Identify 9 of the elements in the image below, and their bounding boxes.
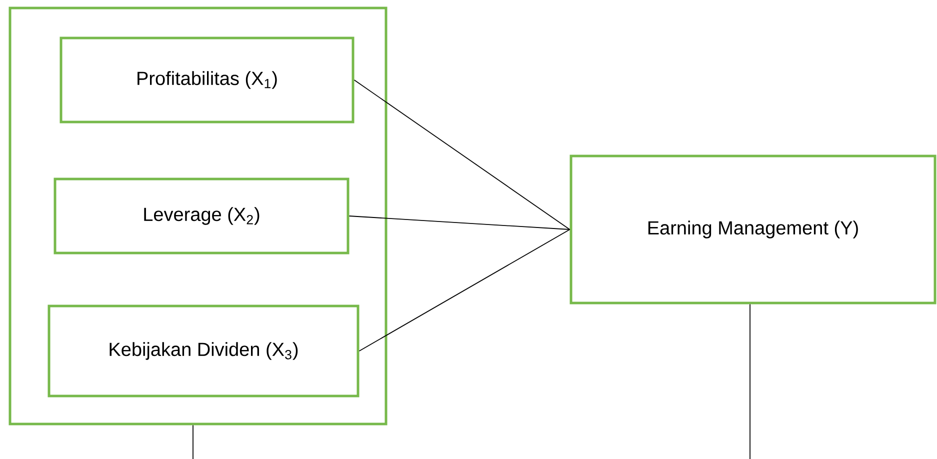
variable-box: Earning Management (Y): [570, 154, 936, 304]
variable-box: Profitabilitas (X$_{1}$): [60, 36, 354, 124]
group-frame: [8, 6, 388, 426]
connector-line: [192, 424, 194, 459]
connector-line: [358, 229, 570, 352]
variable-box: Kebijakan Dividen (X$_{3}$): [48, 304, 360, 398]
connector-line: [354, 80, 570, 230]
connector-line: [348, 216, 570, 230]
variable-box: Leverage (X$_{2}$): [54, 178, 350, 254]
